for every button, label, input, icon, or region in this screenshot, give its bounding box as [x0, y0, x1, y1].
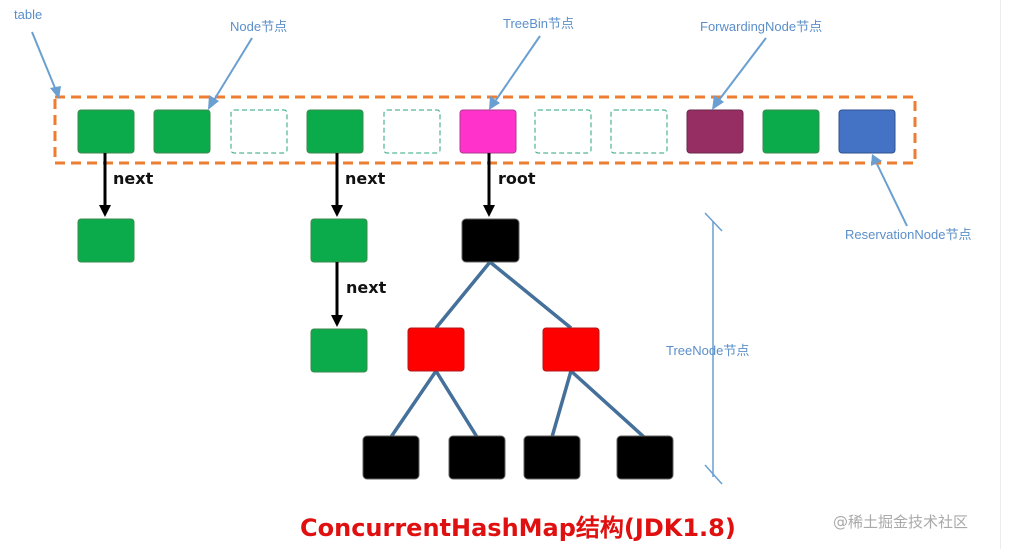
tree-leaf-2 [448, 435, 506, 480]
label-treenode: TreeNode节点 [666, 343, 750, 358]
list-node-1 [77, 218, 135, 263]
tree-root-node [461, 218, 520, 263]
tree-leaf-3 [523, 435, 581, 480]
table-slot-7-empty [534, 109, 592, 154]
tree-red-node-right [542, 327, 600, 372]
tree-red-node-left [407, 327, 465, 372]
pointer-arrows [99, 153, 495, 327]
watermark: @稀土掘金技术社区 [833, 513, 969, 531]
edge-label-next-2: next [345, 169, 386, 188]
table-slot-5-empty [383, 109, 441, 154]
edge-label-next-3: next [346, 278, 387, 297]
table-slot-1-node [77, 109, 135, 154]
table-slot-11-reservation [838, 109, 896, 154]
label-reservation-node: ReservationNode节点 [845, 227, 972, 242]
table-slot-6-treebin [459, 109, 517, 154]
table-slot-3-empty [230, 109, 288, 154]
label-table: table [14, 7, 43, 22]
edge-label-root: root [498, 169, 536, 188]
tree-leaf-1 [362, 435, 420, 480]
tree-leaf-4 [616, 435, 674, 480]
right-divider [1000, 0, 1001, 549]
tree-edges [389, 260, 646, 439]
list-node-2 [310, 218, 368, 263]
table-slot-10-node [762, 109, 820, 154]
callout-arrows [31, 31, 908, 227]
label-treebin: TreeBin节点 [503, 16, 575, 31]
table-slot-2-node [153, 109, 211, 154]
label-forwarding-node: ForwardingNode节点 [700, 19, 823, 34]
diagram-title: ConcurrentHashMap结构(JDK1.8) [300, 514, 736, 542]
table-slot-8-empty [610, 109, 668, 154]
label-node: Node节点 [230, 19, 288, 34]
treenode-range-bracket [704, 212, 723, 485]
edge-label-next-1: next [113, 169, 154, 188]
table-slot-4-node [306, 109, 364, 154]
list-node-3 [310, 328, 368, 373]
table-slot-9-forwarding [686, 109, 744, 154]
